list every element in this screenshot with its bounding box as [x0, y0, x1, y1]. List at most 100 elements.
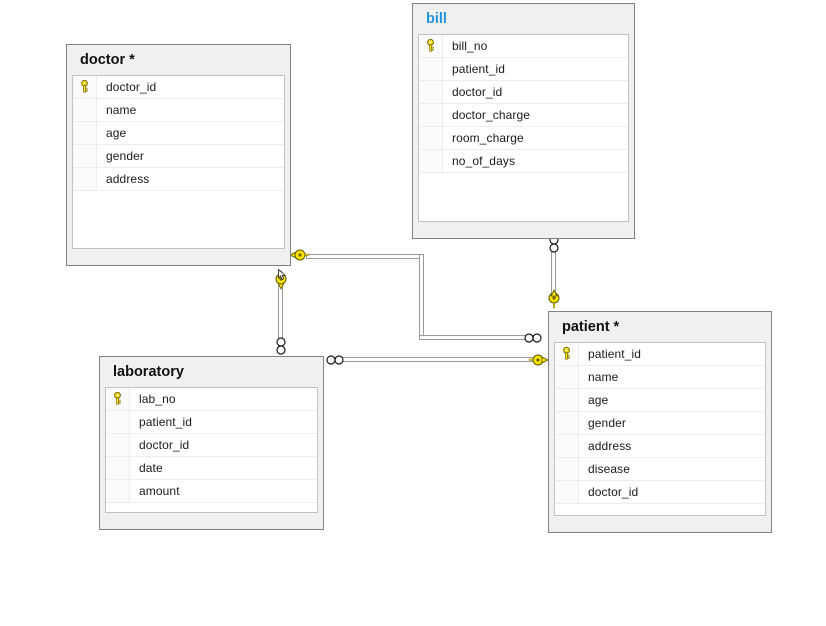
- primary-key-cell: [419, 80, 443, 103]
- attribute-row[interactable]: patient_id: [106, 410, 317, 434]
- attribute-row[interactable]: doctor_id: [419, 80, 628, 104]
- primary-key-cell: [73, 98, 97, 121]
- attribute-name: date: [139, 460, 163, 475]
- attribute-row[interactable]: date: [106, 456, 317, 480]
- relationship-endpoint-one-doctor-patient: [288, 247, 310, 263]
- attribute-row[interactable]: doctor_id: [555, 480, 765, 504]
- attribute-name: no_of_days: [452, 153, 516, 168]
- attribute-grid-patient: patient_id name age gender address disea…: [554, 341, 766, 516]
- attribute-row[interactable]: name: [555, 365, 765, 389]
- entity-table-laboratory[interactable]: laboratory lab_no patient_id: [99, 356, 324, 530]
- attribute-name: name: [106, 102, 137, 117]
- attribute-row[interactable]: disease: [555, 457, 765, 481]
- entity-title-doctor: doctor *: [80, 52, 135, 68]
- attribute-row[interactable]: gender: [73, 144, 284, 168]
- primary-key-cell: [73, 121, 97, 144]
- attribute-name: doctor_id: [588, 484, 639, 499]
- primary-key-cell: [106, 456, 130, 479]
- primary-key-cell: [555, 434, 579, 457]
- grid-empty-area: [419, 172, 628, 221]
- entity-table-patient[interactable]: patient * patient_id name: [548, 311, 772, 533]
- attribute-row[interactable]: age: [555, 388, 765, 412]
- attribute-row[interactable]: patient_id: [419, 57, 628, 81]
- grid-empty-area: [73, 190, 284, 248]
- key-icon: [427, 39, 434, 52]
- attribute-row[interactable]: age: [73, 121, 284, 145]
- attribute-name: address: [106, 171, 150, 186]
- primary-key-cell: [73, 75, 97, 98]
- attribute-name: lab_no: [139, 391, 176, 406]
- grid-empty-area: [555, 503, 765, 515]
- attribute-name: doctor_id: [106, 79, 157, 94]
- primary-key-cell: [106, 479, 130, 502]
- attribute-name: patient_id: [452, 61, 506, 76]
- attribute-name: gender: [588, 415, 626, 430]
- attribute-row[interactable]: address: [73, 167, 284, 191]
- primary-key-cell: [555, 457, 579, 480]
- connector-doctor-patient-seg-v[interactable]: [419, 254, 424, 340]
- relationship-endpoint-many-doctor-patient: [524, 330, 546, 346]
- attribute-row[interactable]: room_charge: [419, 126, 628, 150]
- attribute-name: doctor_charge: [452, 107, 531, 122]
- primary-key-cell: [555, 388, 579, 411]
- relationship-endpoint-many-laboratory-patient: [326, 352, 348, 368]
- primary-key-cell: [419, 34, 443, 57]
- entity-title-bill: bill: [426, 11, 447, 27]
- key-icon: [563, 347, 570, 360]
- cursor-arrow-icon: [278, 268, 287, 281]
- attribute-grid-doctor: doctor_id name age gender address: [72, 74, 285, 249]
- attribute-name: gender: [106, 148, 144, 163]
- primary-key-cell: [106, 433, 130, 456]
- attribute-row[interactable]: address: [555, 434, 765, 458]
- attribute-row[interactable]: amount: [106, 479, 317, 503]
- attribute-name: patient_id: [588, 346, 642, 361]
- attribute-row[interactable]: no_of_days: [419, 149, 628, 173]
- primary-key-cell: [555, 365, 579, 388]
- attribute-name: age: [588, 392, 609, 407]
- attribute-grid-laboratory: lab_no patient_id doctor_id date amount: [105, 386, 318, 513]
- relationship-endpoint-one-bill-patient: [543, 288, 565, 309]
- attribute-name: amount: [139, 483, 180, 498]
- key-icon: [289, 249, 310, 261]
- attribute-name: bill_no: [452, 38, 488, 53]
- key-icon: [114, 392, 121, 405]
- primary-key-cell: [419, 149, 443, 172]
- attribute-name: address: [588, 438, 632, 453]
- grid-empty-area: [106, 502, 317, 512]
- primary-key-cell: [73, 167, 97, 190]
- attribute-name: doctor_id: [139, 437, 190, 452]
- entity-table-doctor[interactable]: doctor * doctor_id name: [66, 44, 291, 266]
- attribute-row[interactable]: doctor_id: [73, 75, 284, 99]
- entity-table-bill[interactable]: bill bill_no patient_id: [412, 3, 635, 239]
- attribute-name: doctor_id: [452, 84, 503, 99]
- attribute-row[interactable]: name: [73, 98, 284, 122]
- attribute-grid-bill: bill_no patient_id doctor_id doctor_char…: [418, 33, 629, 222]
- primary-key-cell: [419, 103, 443, 126]
- primary-key-cell: [555, 480, 579, 503]
- entity-title-patient: patient *: [562, 319, 620, 335]
- connector-laboratory-patient-seg-h[interactable]: [334, 357, 542, 362]
- attribute-row[interactable]: doctor_id: [106, 433, 317, 457]
- attribute-row[interactable]: bill_no: [419, 34, 628, 58]
- attribute-row[interactable]: lab_no: [106, 387, 317, 411]
- relationship-endpoint-one-laboratory-patient: [528, 352, 550, 368]
- key-icon: [81, 80, 88, 93]
- primary-key-cell: [73, 144, 97, 167]
- attribute-row[interactable]: doctor_charge: [419, 103, 628, 127]
- relationship-endpoint-many-doctor-laboratory: [270, 336, 292, 355]
- primary-key-cell: [555, 342, 579, 365]
- crowsfoot-icon: [326, 355, 344, 365]
- attribute-name: age: [106, 125, 127, 140]
- primary-key-cell: [419, 57, 443, 80]
- primary-key-cell: [106, 387, 130, 410]
- crowsfoot-icon: [524, 333, 542, 343]
- entity-title-laboratory: laboratory: [113, 364, 184, 380]
- attribute-row[interactable]: patient_id: [555, 342, 765, 366]
- connector-doctor-patient-seg-h2[interactable]: [419, 335, 536, 340]
- connector-doctor-patient-seg-h1[interactable]: [306, 254, 424, 259]
- attribute-name: disease: [588, 461, 631, 476]
- attribute-row[interactable]: gender: [555, 411, 765, 435]
- attribute-name: patient_id: [139, 414, 193, 429]
- attribute-name: room_charge: [452, 130, 524, 145]
- crowsfoot-icon: [276, 337, 286, 355]
